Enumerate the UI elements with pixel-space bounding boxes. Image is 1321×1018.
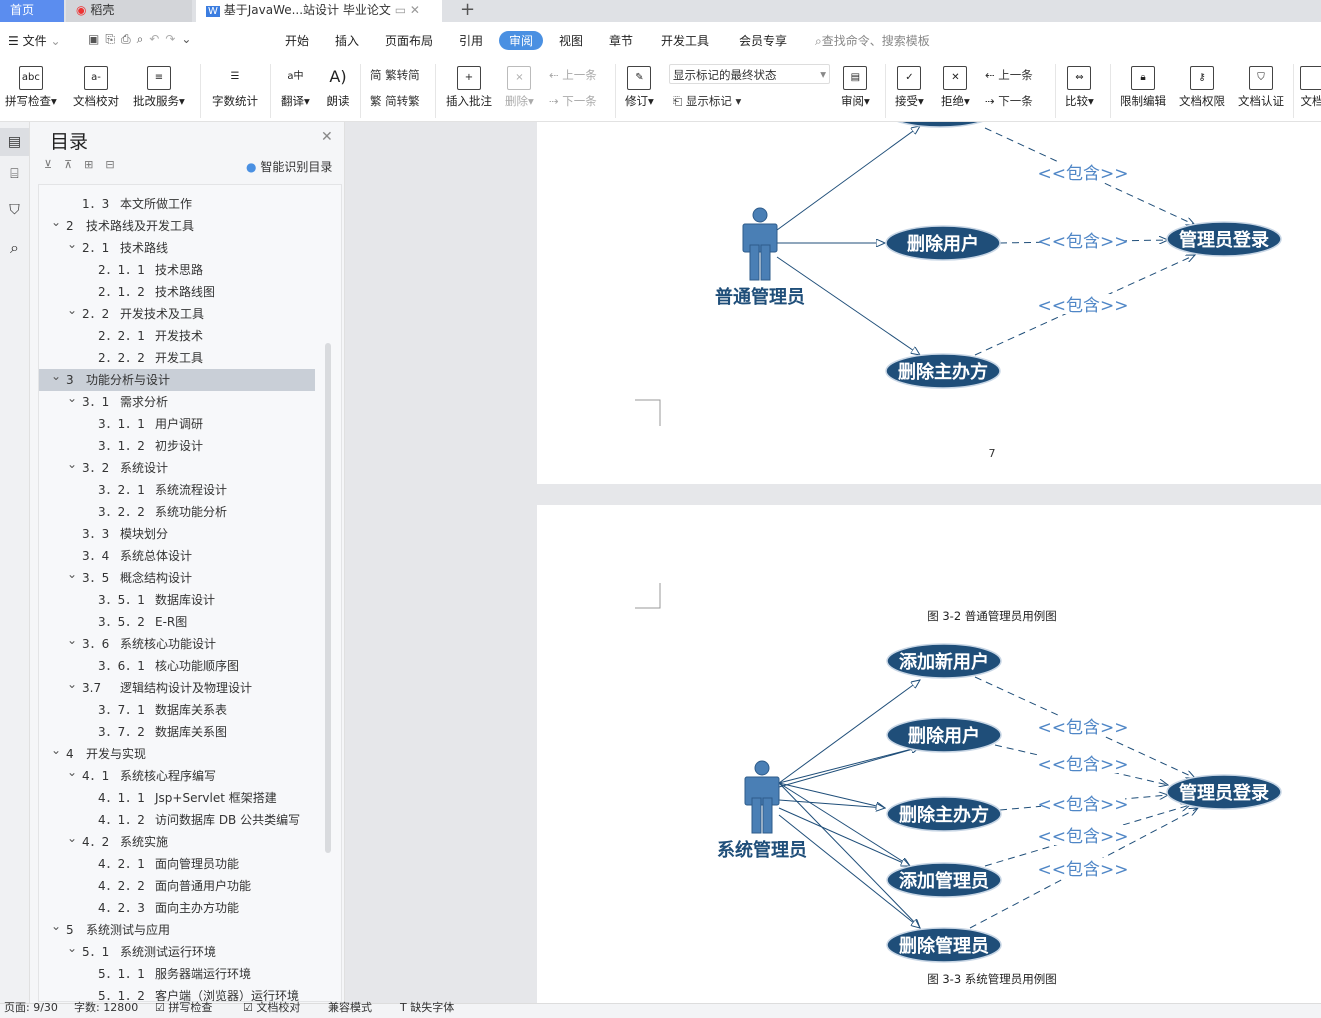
include-label: <<包含>> [1038, 827, 1129, 847]
actor-label: 系统管理员 [717, 839, 807, 861]
use-case: 添加管理员 [887, 863, 1001, 897]
page-corner-mark [635, 400, 660, 426]
use-case-label: 管理员登录 [1179, 782, 1269, 804]
use-case: 删除主办方 [886, 354, 1000, 388]
use-case: 删除用户 [887, 718, 1001, 752]
checkbox-icon: ☑ [243, 1001, 253, 1014]
spell-status-label: 拼写检查 [168, 1001, 212, 1014]
use-case: 管理员登录 [1167, 775, 1281, 809]
font-icon: T [400, 1001, 407, 1014]
use-case: 删除用户 [886, 226, 1000, 260]
use-case: 添加新用户 [887, 644, 1001, 678]
use-case-label: 删除用户 [908, 725, 980, 747]
proof-status-label: 文档校对 [256, 1001, 300, 1014]
association-line [777, 126, 920, 230]
use-case: 管理员登录 [1167, 222, 1281, 256]
include-label: <<包含>> [1038, 296, 1129, 316]
checkbox-icon: ☑ [155, 1001, 165, 1014]
word-count[interactable]: 字数: 12800 [74, 998, 138, 1018]
page-indicator[interactable]: 页面: 9/30 [4, 998, 58, 1018]
figure-caption: 图 3-3 系统管理员用例图 [927, 972, 1057, 986]
use-case [883, 93, 997, 127]
use-case-label: 删除主办方 [898, 361, 988, 383]
use-case-label: 删除管理员 [899, 935, 989, 957]
spell-check-status[interactable]: ☑ 拼写检查 [155, 998, 212, 1018]
include-label: <<包含>> [1038, 860, 1129, 880]
use-case-label: 管理员登录 [1179, 229, 1269, 251]
page-number: 7 [989, 447, 996, 460]
actor-icon [743, 208, 777, 280]
missing-font[interactable]: T 缺失字体 [400, 998, 454, 1018]
actor-label: 普通管理员 [715, 286, 805, 308]
include-label: <<包含>> [1038, 795, 1129, 815]
use-case-label: 添加新用户 [899, 651, 989, 673]
include-label: <<包含>> [1038, 755, 1129, 775]
use-case-label: 删除主办方 [899, 804, 989, 826]
use-case-label: 删除用户 [907, 233, 979, 255]
page-corner-mark [635, 583, 660, 608]
use-case: 删除主办方 [887, 797, 1001, 831]
proof-status[interactable]: ☑ 文档校对 [243, 998, 300, 1018]
include-label: <<包含>> [1038, 718, 1129, 738]
actor-icon [745, 761, 779, 833]
use-case-label: 添加管理员 [899, 870, 989, 892]
include-label: <<包含>> [1038, 232, 1129, 252]
include-label: <<包含>> [1038, 164, 1129, 184]
figure-caption: 图 3-2 普通管理员用例图 [927, 609, 1057, 623]
compat-mode: 兼容模式 [328, 998, 372, 1018]
missing-font-label: 缺失字体 [410, 1001, 454, 1014]
use-case: 删除管理员 [887, 928, 1001, 962]
association-line [779, 747, 920, 783]
status-bar: 页面: 9/30 字数: 12800 ☑ 拼写检查 ☑ 文档校对 兼容模式 T … [0, 1003, 1321, 1017]
